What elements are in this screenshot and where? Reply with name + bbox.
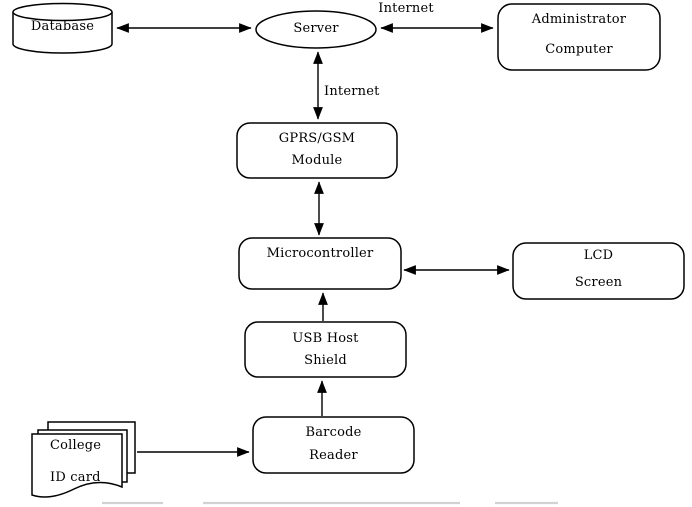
id-card-front (31, 433, 123, 498)
internet-label-top: Internet (378, 1, 434, 16)
microcontroller-label: Microcontroller (266, 246, 374, 261)
barcode-reader-box (252, 416, 415, 474)
admin-computer-box (497, 3, 661, 71)
gprs-gsm-box (236, 122, 398, 179)
server-label: Server (293, 21, 339, 36)
lcd-screen-label-line1: LCD (583, 248, 614, 263)
gprs-gsm-label-line2: Module (291, 153, 343, 168)
gprs-gsm-label-line1: GPRS/GSM (278, 131, 356, 146)
server-ellipse (255, 10, 377, 49)
usb-host-shield-label-line2: Shield (304, 353, 347, 368)
barcode-reader-label-line1: Barcode (305, 425, 362, 440)
lcd-screen-box (512, 242, 685, 300)
college-id-label-line1: College (50, 438, 102, 453)
college-id-label-line2: ID card (50, 470, 101, 485)
barcode-reader-label-line2: Reader (309, 448, 358, 463)
college-id-card-stack (31, 421, 136, 498)
database-cylinder (12, 2, 113, 54)
usb-host-shield-box (244, 321, 407, 378)
internet-label-middle: Internet (324, 84, 380, 99)
lcd-screen-label-line2: Screen (574, 275, 623, 290)
admin-computer-label-line1: Administrator (531, 12, 627, 27)
usb-host-shield-label-line1: USB Host (292, 331, 359, 346)
microcontroller-box (238, 237, 402, 290)
database-label: Database (30, 19, 95, 34)
admin-computer-label-line2: Computer (545, 42, 613, 57)
